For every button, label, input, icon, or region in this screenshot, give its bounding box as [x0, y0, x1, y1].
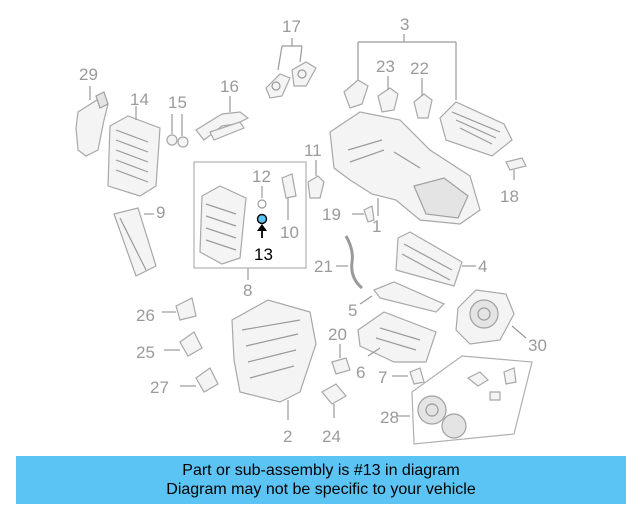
- label-5: 5: [348, 301, 357, 320]
- part-15: 15: [166, 93, 189, 148]
- label-12: 12: [252, 167, 271, 186]
- part-8-assembly: 10 12 8: [193, 161, 307, 300]
- part-16: 16: [195, 77, 250, 141]
- label-22: 22: [410, 59, 429, 78]
- part-18: 18: [500, 157, 527, 206]
- part-1-housing: 1: [329, 111, 481, 236]
- label-1: 1: [372, 217, 381, 236]
- part-13-highlighted: 13: [254, 213, 273, 264]
- label-24: 24: [322, 427, 341, 446]
- part-30: 30: [455, 289, 547, 355]
- part-27: 27: [150, 367, 219, 397]
- part-19: 19: [322, 205, 375, 224]
- part-7: 7: [378, 367, 425, 387]
- part-26: 26: [136, 297, 197, 325]
- part-21: 21: [314, 235, 363, 290]
- part-4: 4: [395, 231, 487, 287]
- label-30: 30: [528, 336, 547, 355]
- part-24: 24: [321, 383, 347, 446]
- part-9: 9: [113, 203, 165, 277]
- label-19: 19: [322, 205, 341, 224]
- part-25: 25: [136, 331, 203, 362]
- label-4: 4: [478, 257, 487, 276]
- label-11: 11: [304, 141, 322, 160]
- part-22: 22: [410, 59, 433, 119]
- part-20: 20: [328, 325, 351, 375]
- label-17: 17: [282, 17, 301, 36]
- label-10: 10: [280, 223, 299, 242]
- label-9: 9: [156, 203, 165, 222]
- label-28: 28: [380, 408, 399, 427]
- label-23: 23: [376, 57, 395, 76]
- label-25: 25: [136, 343, 155, 362]
- label-7: 7: [378, 368, 387, 387]
- label-15: 15: [168, 93, 187, 112]
- part-11: 11: [304, 141, 325, 199]
- banner-line-2: Diagram may not be specific to your vehi…: [166, 481, 476, 498]
- label-26: 26: [136, 306, 155, 325]
- part-14: 14: [107, 90, 161, 197]
- part-28: 28: [380, 355, 533, 445]
- part-17: 17: [265, 17, 317, 99]
- part-2: 2: [231, 299, 317, 446]
- parts-diagram: 29 14 15 16 17 3 23: [75, 15, 547, 446]
- label-2: 2: [283, 427, 292, 446]
- label-29: 29: [79, 65, 98, 84]
- label-21: 21: [314, 257, 333, 276]
- label-20: 20: [328, 325, 347, 344]
- label-3: 3: [400, 15, 409, 34]
- banner-line-1: Part or sub-assembly is #13 in diagram: [182, 462, 460, 479]
- label-13: 13: [254, 245, 273, 264]
- part-23: 23: [343, 57, 399, 113]
- part-5: 5: [348, 281, 446, 320]
- part-29: 29: [75, 65, 109, 157]
- label-14: 14: [130, 90, 149, 109]
- info-banner: Part or sub-assembly is #13 in diagram D…: [16, 456, 626, 504]
- label-18: 18: [500, 187, 519, 206]
- part-6: 6: [356, 311, 437, 382]
- label-8: 8: [243, 281, 252, 300]
- label-16: 16: [220, 77, 239, 96]
- label-27: 27: [150, 378, 169, 397]
- part-3-housing: [439, 101, 513, 157]
- label-6: 6: [356, 363, 365, 382]
- part-3: 3: [357, 15, 457, 100]
